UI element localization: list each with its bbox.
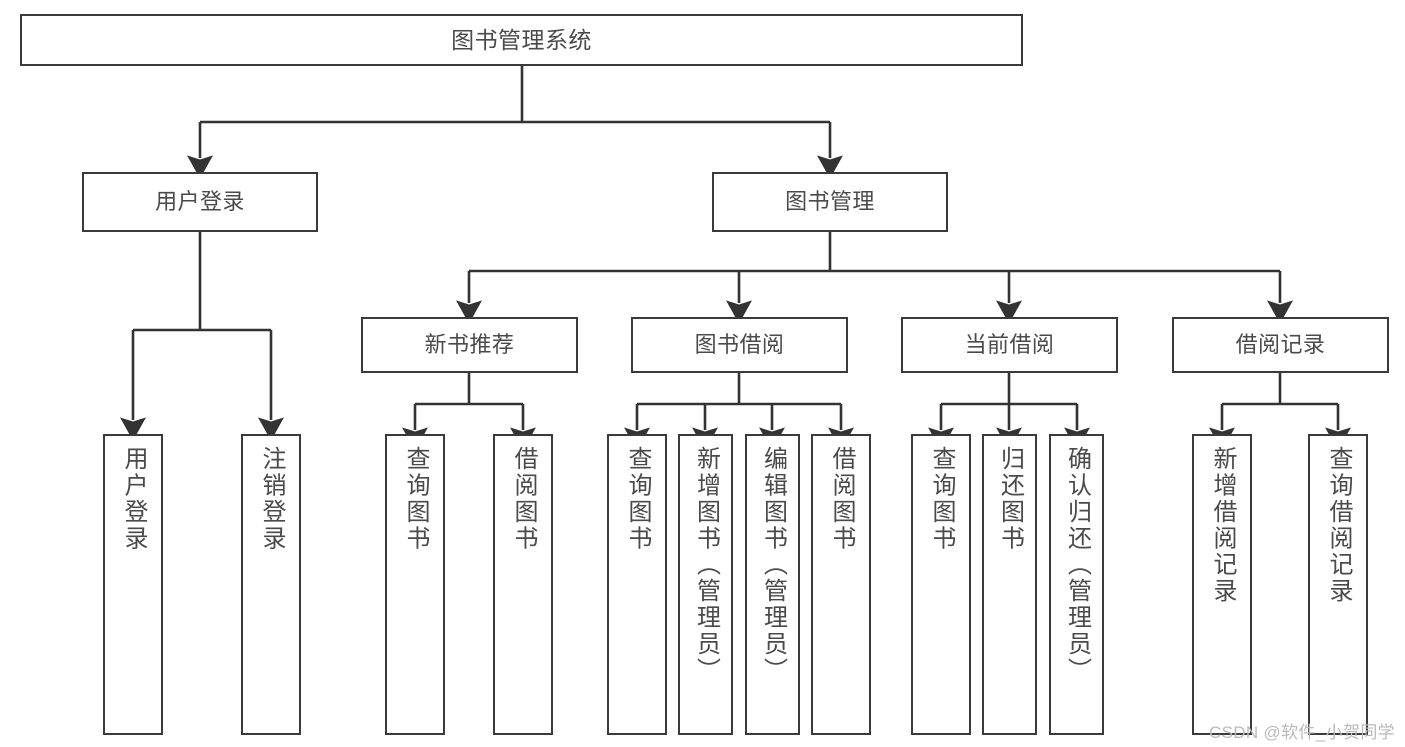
node-label: 图书借阅: [694, 332, 785, 358]
leaf-record-query-record[interactable]: 查询借阅记录: [1308, 434, 1368, 735]
node-label: 查询借阅记录: [1325, 446, 1352, 605]
node-label: 新增借阅记录: [1209, 446, 1236, 605]
node-borrow-record[interactable]: 借阅记录: [1172, 317, 1389, 373]
node-book-borrow[interactable]: 图书借阅: [631, 317, 848, 373]
node-current-borrow[interactable]: 当前借阅: [901, 317, 1118, 373]
node-label: 查询图书: [624, 446, 651, 552]
leaf-recommend-query-book[interactable]: 查询图书: [385, 434, 445, 735]
csdn-watermark: CSDN @软件_小贺同学: [1208, 723, 1395, 742]
node-label: 确认归还（管理员）: [1063, 446, 1091, 684]
node-label: 借阅图书: [828, 446, 855, 552]
node-label: 查询图书: [402, 446, 429, 552]
leaf-borrow-borrow-book[interactable]: 借阅图书: [811, 434, 871, 735]
node-user-login[interactable]: 用户登录: [82, 172, 318, 232]
leaf-current-confirm-return-admin[interactable]: 确认归还（管理员）: [1049, 434, 1104, 735]
node-label: 编辑图书（管理员）: [759, 446, 787, 684]
node-label: 当前借阅: [964, 332, 1055, 358]
node-new-book-recommend[interactable]: 新书推荐: [361, 317, 578, 373]
node-label: 查询图书: [928, 446, 955, 552]
leaf-record-add-record[interactable]: 新增借阅记录: [1192, 434, 1252, 735]
node-label: 用户登录: [120, 446, 147, 552]
node-label: 图书管理系统: [451, 26, 592, 53]
node-label: 借阅记录: [1235, 332, 1326, 358]
node-book-management[interactable]: 图书管理: [712, 172, 948, 232]
node-label: 归还图书: [996, 446, 1024, 552]
leaf-borrow-query-book[interactable]: 查询图书: [607, 434, 667, 735]
node-label: 用户登录: [155, 189, 245, 215]
node-label: 注销登录: [258, 446, 285, 552]
leaf-user-login-signin[interactable]: 用户登录: [103, 434, 163, 735]
leaf-borrow-add-book-admin[interactable]: 新增图书（管理员）: [678, 434, 733, 735]
node-label: 新增图书（管理员）: [692, 446, 720, 684]
node-root-system[interactable]: 图书管理系统: [20, 14, 1023, 66]
leaf-borrow-edit-book-admin[interactable]: 编辑图书（管理员）: [745, 434, 800, 735]
leaf-current-query-book[interactable]: 查询图书: [911, 434, 971, 735]
leaf-user-login-signout[interactable]: 注销登录: [241, 434, 301, 735]
leaf-current-return-book[interactable]: 归还图书: [982, 434, 1037, 735]
node-label: 借阅图书: [510, 446, 537, 552]
node-label: 图书管理: [785, 189, 875, 215]
leaf-recommend-borrow-book[interactable]: 借阅图书: [493, 434, 553, 735]
node-label: 新书推荐: [424, 332, 515, 358]
